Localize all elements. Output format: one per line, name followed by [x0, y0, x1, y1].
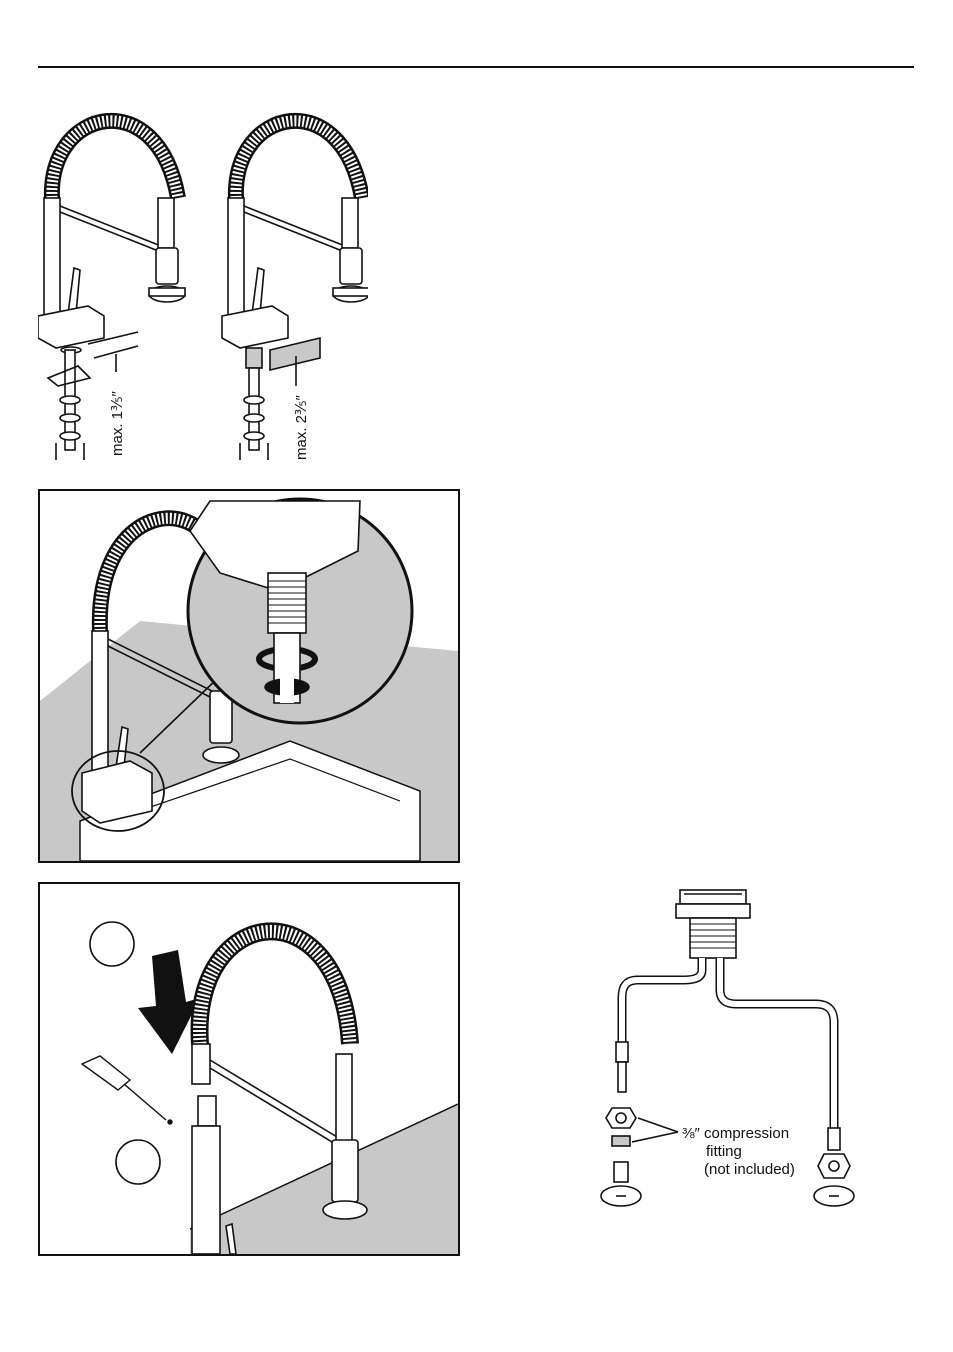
figure-mount-faucet	[38, 882, 460, 1256]
top-rule	[38, 66, 914, 68]
fitting-line2-label: fitting	[706, 1143, 742, 1160]
figure-faucet-thickness: max. 1⅗″ max. 2⅗″	[38, 88, 368, 468]
screwdriver-icon	[82, 1056, 172, 1124]
dimension-right-label: max. 2⅗″	[293, 394, 310, 460]
figure-counter-detail	[38, 489, 460, 863]
figure-supply-hoses: ⅜″ compression fitting (not included)	[594, 886, 864, 1216]
fitting-line3-label: (not included)	[704, 1161, 795, 1178]
step-1-circle	[90, 922, 134, 966]
dimension-left-label: max. 1⅗″	[109, 390, 126, 456]
step-2-circle	[116, 1140, 160, 1184]
fitting-size-label: ⅜″ compression	[682, 1125, 789, 1142]
